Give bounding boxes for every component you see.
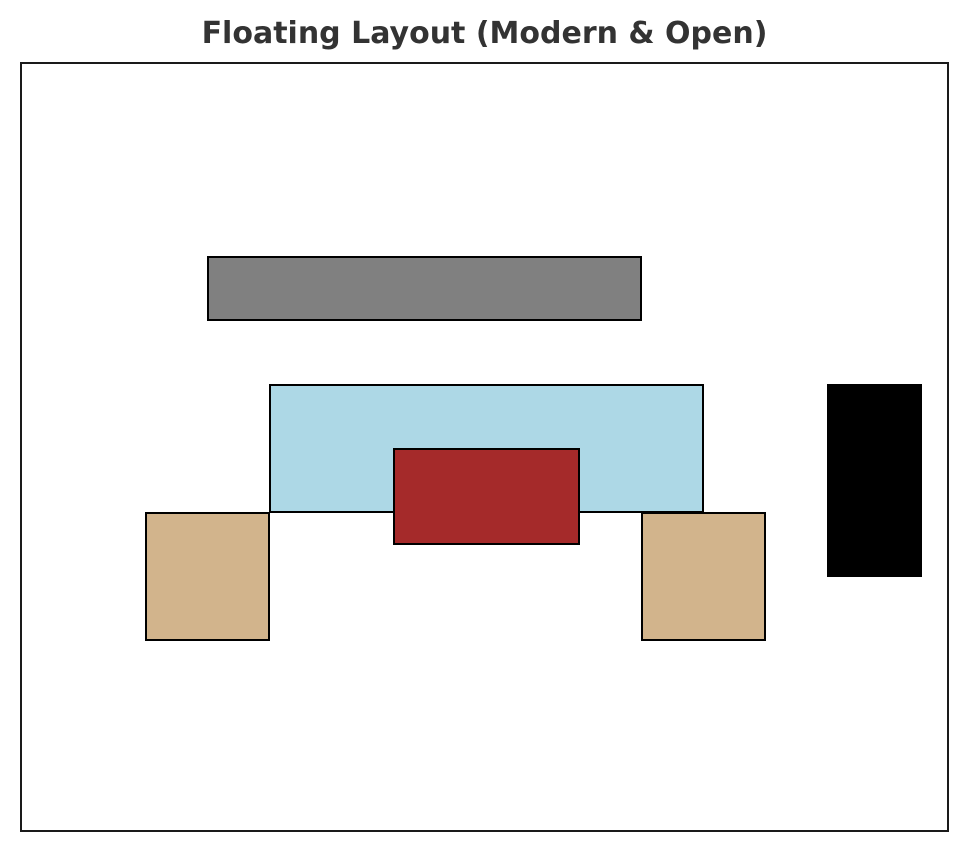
tv-stand: [207, 256, 642, 321]
room-floor-plan: [20, 62, 949, 832]
armchair-right: [641, 512, 766, 641]
bookshelf: [827, 384, 922, 577]
armchair-left: [145, 512, 270, 641]
diagram-title: Floating Layout (Modern & Open): [201, 16, 768, 51]
coffee-table: [393, 448, 580, 545]
